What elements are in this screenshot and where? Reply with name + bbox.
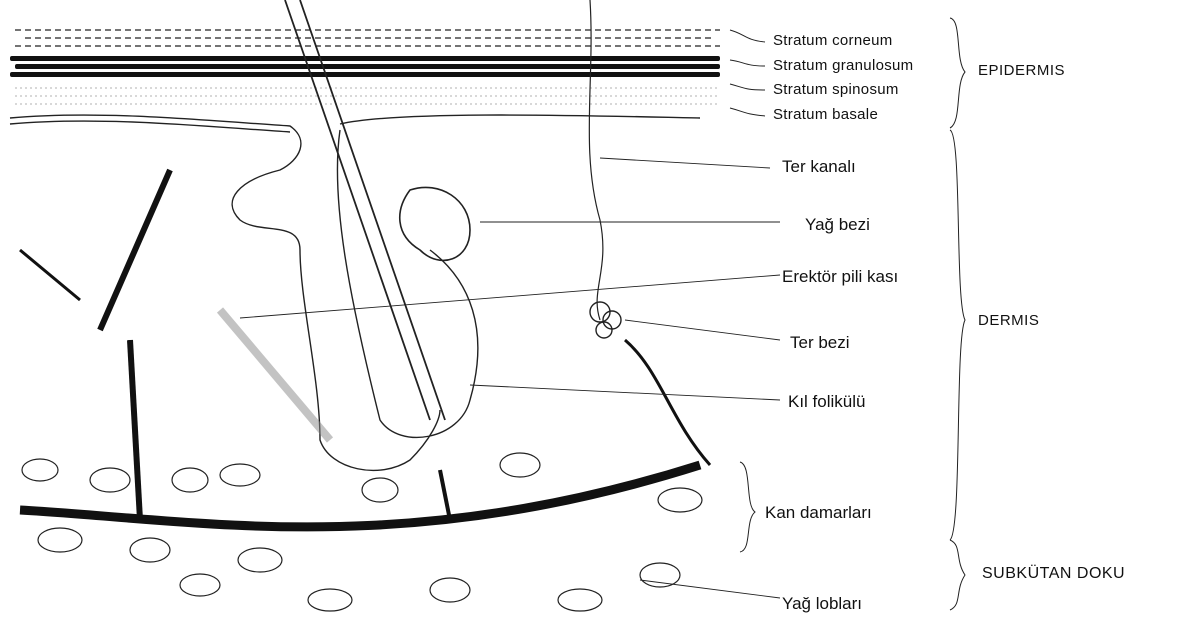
label-stratum-granulosum: Stratum granulosum — [773, 57, 913, 74]
leader-lines — [240, 158, 780, 598]
label-stratum-basale: Stratum basale — [773, 106, 878, 123]
stratum-spinosum-art — [15, 88, 720, 104]
sweat-gland-art — [590, 302, 621, 338]
arrector-pili-art — [220, 310, 330, 440]
label-stratum-corneum: Stratum corneum — [773, 32, 893, 49]
blood-vessels-art — [20, 170, 710, 527]
label-dermis: DERMIS — [978, 312, 1039, 329]
label-sweat-gland: Ter bezi — [790, 333, 850, 353]
sebaceous-gland-art — [400, 187, 470, 260]
stratum-granulosum-art — [10, 56, 720, 77]
fat-lobules-art — [22, 453, 702, 611]
label-sebaceous-gland: Yağ bezi — [805, 215, 870, 235]
label-hair-follicle: Kıl folikülü — [788, 392, 865, 412]
label-sweat-duct: Ter kanalı — [782, 157, 856, 177]
label-blood-vessels: Kan damarları — [765, 503, 872, 523]
stratum-corneum-art — [15, 30, 720, 46]
label-epidermis: EPIDERMIS — [978, 62, 1065, 79]
label-stratum-spinosum: Stratum spinosum — [773, 81, 899, 98]
hair-follicle-art — [337, 130, 477, 437]
label-fat-lobules: Yağ lobları — [782, 594, 862, 614]
label-subcutaneous: SUBKÜTAN DOKU — [982, 565, 1125, 583]
sweat-duct-art — [589, 0, 603, 320]
layer-braces — [730, 30, 765, 116]
label-arrector-pili: Erektör pili kası — [782, 267, 898, 287]
